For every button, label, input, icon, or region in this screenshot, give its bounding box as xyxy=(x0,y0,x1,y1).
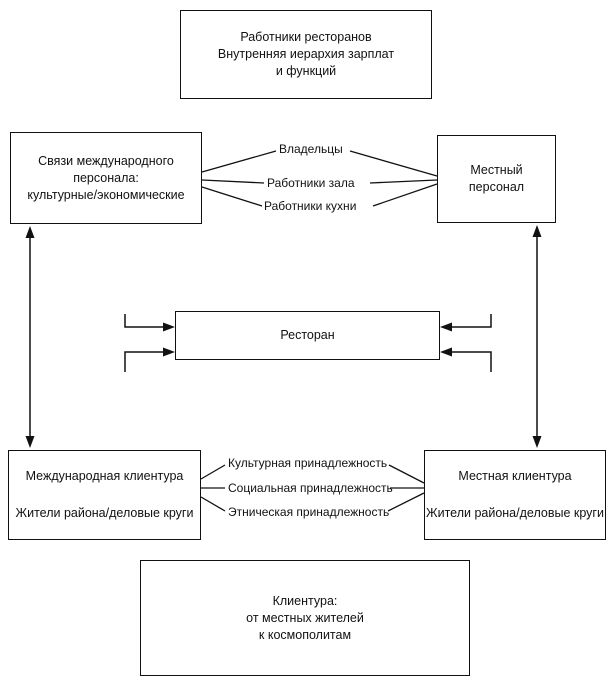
clientele-footer-line1: Клиентура: xyxy=(272,593,338,608)
international-clientele-text: Международная клиентура Жители района/де… xyxy=(16,468,194,522)
local-staff-box: Местный персонал xyxy=(437,135,556,223)
restaurant-right-arrows xyxy=(440,314,492,372)
staff-fan-lines xyxy=(201,150,438,207)
ethnic-affiliation-label: Этническая принадлежность xyxy=(228,505,390,519)
restaurant-text: Ресторан xyxy=(280,327,334,344)
kitchen-staff-label: Работники кухни xyxy=(264,199,357,213)
international-staff-box: Связи международного персонала: культурн… xyxy=(10,132,202,224)
staff-header-line3: и функций xyxy=(275,64,337,78)
local-clientele-text: Местная клиентура Жители района/деловые … xyxy=(426,468,604,522)
staff-header-box: Работники ресторанов Внутренняя иерархия… xyxy=(180,10,432,99)
owners-label: Владельцы xyxy=(279,142,343,156)
local-staff-line2: персонал xyxy=(468,180,525,194)
international-staff-line1: Связи международного xyxy=(38,153,174,168)
international-staff-text: Связи международного персонала: культурн… xyxy=(27,153,184,204)
social-affiliation-label: Социальная принадлежность xyxy=(228,481,393,495)
international-staff-line3: культурные/экономические xyxy=(27,187,185,202)
clientele-footer-line2: от местных жителей xyxy=(246,610,364,625)
international-staff-line2: персонала: xyxy=(73,170,139,185)
staff-header-line1: Работники ресторанов xyxy=(240,30,372,44)
local-clientele-line1: Местная клиентура xyxy=(458,469,572,483)
local-clientele-box: Местная клиентура Жители района/деловые … xyxy=(424,450,606,540)
restaurant-label: Ресторан xyxy=(280,328,335,342)
local-staff-line1: Местный xyxy=(470,163,523,177)
left-vertical-double-arrow xyxy=(25,226,35,448)
local-staff-text: Местный персонал xyxy=(469,162,524,196)
international-clientele-box: Международная клиентура Жители района/де… xyxy=(8,450,201,540)
cultural-affiliation-label: Культурная принадлежность xyxy=(228,456,388,470)
staff-header-text: Работники ресторанов Внутренняя иерархия… xyxy=(218,29,394,80)
restaurant-left-arrows xyxy=(124,314,175,372)
clientele-footer-box: Клиентура: от местных жителей к космопол… xyxy=(140,560,470,676)
international-clientele-line2: Жители района/деловые круги xyxy=(15,506,194,520)
clientele-fan-lines xyxy=(200,464,425,512)
right-vertical-double-arrow xyxy=(532,225,542,448)
international-clientele-line1: Международная клиентура xyxy=(25,469,184,483)
clientele-footer-line3: к космополитам xyxy=(258,627,352,642)
hall-staff-label: Работники зала xyxy=(267,176,355,190)
local-clientele-line2: Жители района/деловые круги xyxy=(426,506,604,520)
clientele-footer-text: Клиентура: от местных жителей к космопол… xyxy=(246,593,364,644)
staff-header-line2: Внутренняя иерархия зарплат xyxy=(217,47,395,61)
restaurant-box: Ресторан xyxy=(175,311,440,360)
